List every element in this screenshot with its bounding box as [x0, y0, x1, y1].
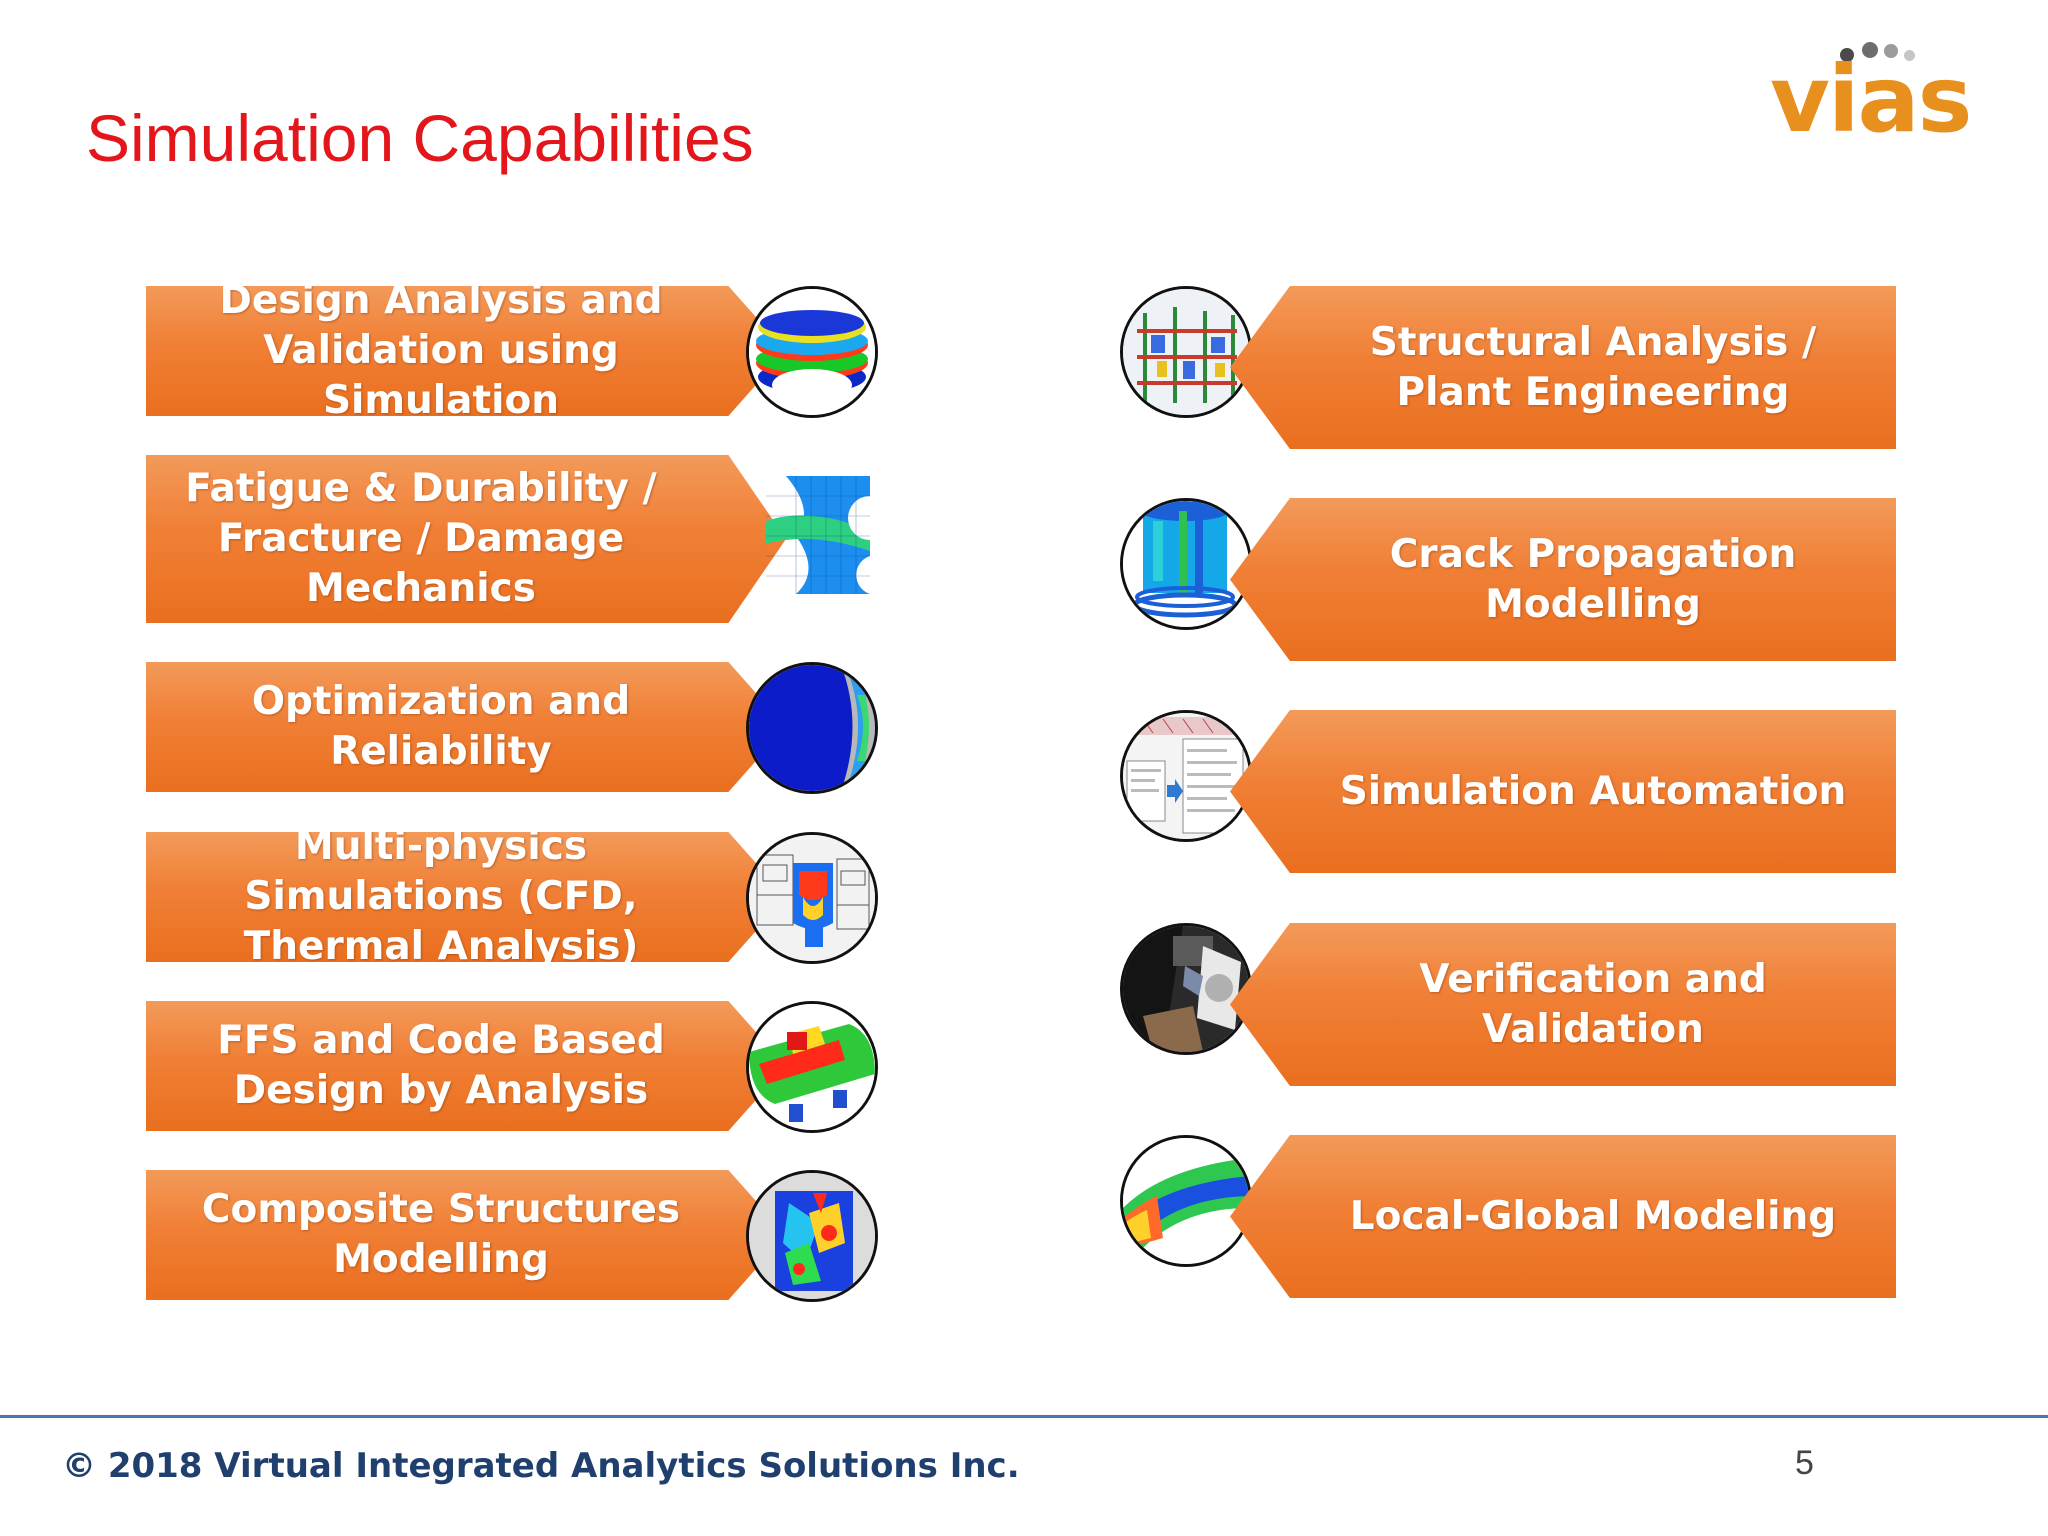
fatigue-mesh-image [766, 476, 870, 594]
capability-crack-propagation: Crack Propagation Modelling [1230, 498, 1896, 661]
capability-simulation-automation: Simulation Automation [1230, 710, 1896, 873]
footer-divider [0, 1415, 2048, 1418]
capability-multiphysics: Multi-physics Simulations (CFD, Thermal … [146, 832, 786, 962]
capability-label: Multi-physics Simulations (CFD, Thermal … [243, 824, 639, 969]
logo-dot [1862, 42, 1878, 58]
logo-dot [1884, 44, 1898, 58]
capability-label: Optimization and Reliability [251, 679, 631, 774]
vias-logo: vias [1770, 36, 1985, 146]
fea-cylinder-rings-image [746, 286, 878, 418]
logo-text: vias [1770, 46, 1972, 153]
automation-dialog-image [1120, 710, 1252, 842]
capability-label: Structural Analysis / Plant Engineering [1369, 319, 1817, 415]
capability-composite-structures: Composite Structures Modelling [146, 1170, 786, 1300]
capability-label: Local-Global Modeling [1349, 1193, 1837, 1239]
logo-dot [1904, 50, 1915, 61]
crack-tank-image [1120, 498, 1252, 630]
capability-fatigue-durability: Fatigue & Durability / Fracture / Damage… [146, 455, 786, 623]
thermal-assembly-image [746, 832, 878, 964]
capability-verification-validation: Verification and Validation [1230, 923, 1896, 1086]
capability-label: Crack Propagation Modelling [1389, 531, 1797, 627]
footer-copyright: © 2018 Virtual Integrated Analytics Solu… [62, 1446, 1020, 1486]
composite-contour-image [746, 1170, 878, 1302]
capability-label: FFS and Code Based Design by Analysis [217, 1018, 665, 1113]
plant-structure-image [1120, 286, 1252, 418]
capability-label: Simulation Automation [1339, 768, 1847, 814]
optimization-contour-image [746, 662, 878, 794]
capability-label: Design Analysis and Validation using Sim… [219, 278, 663, 423]
capability-design-analysis: Design Analysis and Validation using Sim… [146, 286, 786, 416]
slide-title: Simulation Capabilities [86, 101, 754, 175]
capability-structural-analysis: Structural Analysis / Plant Engineering [1230, 286, 1896, 449]
capability-label: Fatigue & Durability / Fracture / Damage… [185, 466, 657, 611]
pipe-bend-image [1120, 1135, 1252, 1267]
capability-label: Composite Structures Modelling [201, 1187, 681, 1282]
capability-label: Verification and Validation [1419, 956, 1767, 1052]
capability-local-global-modeling: Local-Global Modeling [1230, 1135, 1896, 1298]
logo-dot [1840, 48, 1854, 62]
pressure-vessel-image [746, 1001, 878, 1133]
page-number: 5 [1795, 1444, 1814, 1482]
capability-ffs-code-design: FFS and Code Based Design by Analysis [146, 1001, 786, 1131]
test-specimen-image [1120, 923, 1252, 1055]
capability-optimization-reliability: Optimization and Reliability [146, 662, 786, 792]
